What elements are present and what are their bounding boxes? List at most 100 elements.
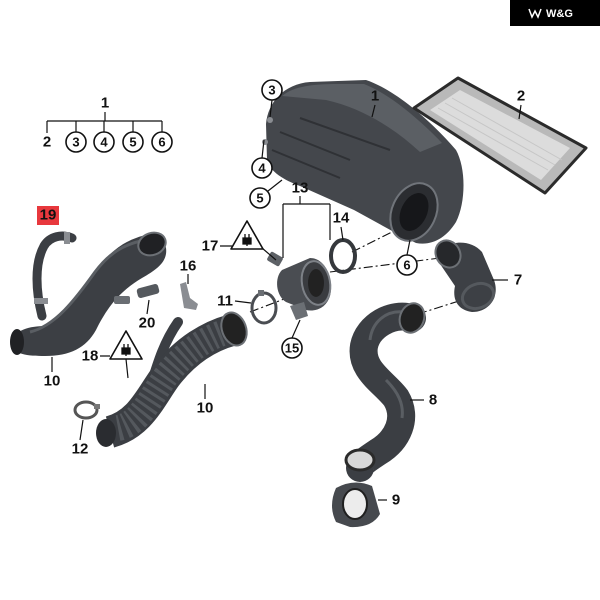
part-bracket-16 xyxy=(180,282,198,310)
alignment-line xyxy=(417,299,463,315)
part-duct-left xyxy=(10,231,167,356)
leader-line xyxy=(406,239,411,256)
part-housing xyxy=(262,80,464,244)
warning-triangle-icon xyxy=(230,220,264,250)
elbow-opening xyxy=(434,239,462,269)
callout-2: 2 xyxy=(517,88,525,105)
hose-bottom-opening xyxy=(344,448,376,472)
callout-circle xyxy=(249,187,271,209)
callout-highlight xyxy=(37,206,59,225)
callout-12: 12 xyxy=(72,441,89,458)
callout-5: 5 xyxy=(256,191,263,206)
leader-line xyxy=(269,99,273,118)
callout-9: 9 xyxy=(392,492,400,509)
sensor-opening xyxy=(308,269,324,297)
leader-line xyxy=(267,179,283,192)
vent-hose-clamp xyxy=(34,298,48,304)
clamp-12-band xyxy=(73,400,99,420)
part-vent-hose xyxy=(32,231,77,321)
callout-6: 6 xyxy=(403,258,410,273)
callout-circle xyxy=(281,337,303,359)
duct-left-top-opening xyxy=(137,231,167,257)
vent-hose-body xyxy=(32,231,77,321)
clamp-11-band xyxy=(250,291,278,325)
tree-child-circle xyxy=(65,131,87,153)
leader-line xyxy=(234,300,252,304)
logo-mark-icon xyxy=(528,8,542,19)
housing-screw xyxy=(267,117,273,123)
part-sensor-assembly xyxy=(267,251,332,311)
part-filter xyxy=(412,76,588,195)
callouts: 3 1 2 4 5 13 14 19 17 16 xyxy=(37,79,525,509)
leader-line xyxy=(79,419,84,441)
callout-3: 3 xyxy=(268,83,275,98)
duct-left-highlight xyxy=(29,238,146,334)
callout-18: 18 xyxy=(82,348,99,365)
callout-14: 14 xyxy=(333,210,350,227)
tree-child-number: 5 xyxy=(129,135,136,150)
leader-line xyxy=(146,299,150,315)
part-clamp-11 xyxy=(250,290,278,325)
callout-10-right: 10 xyxy=(197,400,214,417)
leader-line xyxy=(518,104,522,120)
clamp-12-tab xyxy=(94,404,100,409)
callout-15: 15 xyxy=(285,341,299,356)
plug-icon xyxy=(242,234,252,246)
tree-lines xyxy=(46,112,163,133)
hose-top-opening xyxy=(398,302,426,334)
callout-17: 17 xyxy=(202,238,219,255)
tree-child-circle xyxy=(151,131,173,153)
callout-20: 20 xyxy=(139,315,156,332)
logo-text: W&G xyxy=(546,8,573,20)
part-clamp-12 xyxy=(73,400,100,420)
callout-1: 1 xyxy=(371,88,379,105)
part-o-ring xyxy=(329,238,357,274)
warning-triangle-icon xyxy=(109,330,143,360)
tree-child-number: 6 xyxy=(158,135,165,150)
callout-circle xyxy=(396,254,418,276)
elbow-clamp xyxy=(460,281,496,311)
callout-4: 4 xyxy=(258,161,266,176)
callout-11: 11 xyxy=(217,293,233,310)
small-sensor-body xyxy=(136,283,160,299)
logo-background xyxy=(510,0,600,26)
duct-right-bottom-opening xyxy=(96,419,116,447)
leader-line xyxy=(100,355,129,379)
clamp-11-tab xyxy=(258,290,264,296)
small-sensor-connector xyxy=(114,296,130,304)
part-intake-hose xyxy=(344,302,426,482)
vent-hose-clamp xyxy=(64,232,70,244)
flange-opening xyxy=(342,488,368,520)
filter-pleats xyxy=(437,97,563,171)
filter-media xyxy=(430,90,570,180)
assembly-tree: 1 2 3 4 5 6 xyxy=(43,95,173,153)
tree-child-circle xyxy=(93,131,115,153)
tree-child-number: 4 xyxy=(100,135,108,150)
plug-icon xyxy=(121,344,131,356)
hose-highlight xyxy=(368,310,405,419)
leader-line xyxy=(371,104,376,118)
part-sensor-small xyxy=(114,283,160,304)
housing-screw xyxy=(262,139,268,145)
leader-line xyxy=(340,226,344,241)
part-duct-right xyxy=(96,311,248,448)
duct-left-end-opening xyxy=(10,329,24,355)
duct-left-body xyxy=(12,235,167,356)
housing-ribs xyxy=(271,117,391,179)
leader-line xyxy=(291,319,301,339)
duct-right-corrugation xyxy=(114,320,227,441)
housing-lid xyxy=(282,84,442,152)
leader-line xyxy=(220,245,277,261)
part-bracket-15 xyxy=(290,302,308,320)
tree-parent-number: 1 xyxy=(101,95,109,112)
logo: W&G xyxy=(510,0,600,26)
leader-bracket xyxy=(282,196,331,258)
callout-16: 16 xyxy=(180,258,197,275)
tree-child-circle xyxy=(122,131,144,153)
callout-circle xyxy=(251,157,273,179)
duct-right-top-opening xyxy=(220,311,248,347)
callout-13: 13 xyxy=(292,180,309,197)
callout-19: 19 xyxy=(40,207,57,224)
callout-circle xyxy=(261,79,283,101)
